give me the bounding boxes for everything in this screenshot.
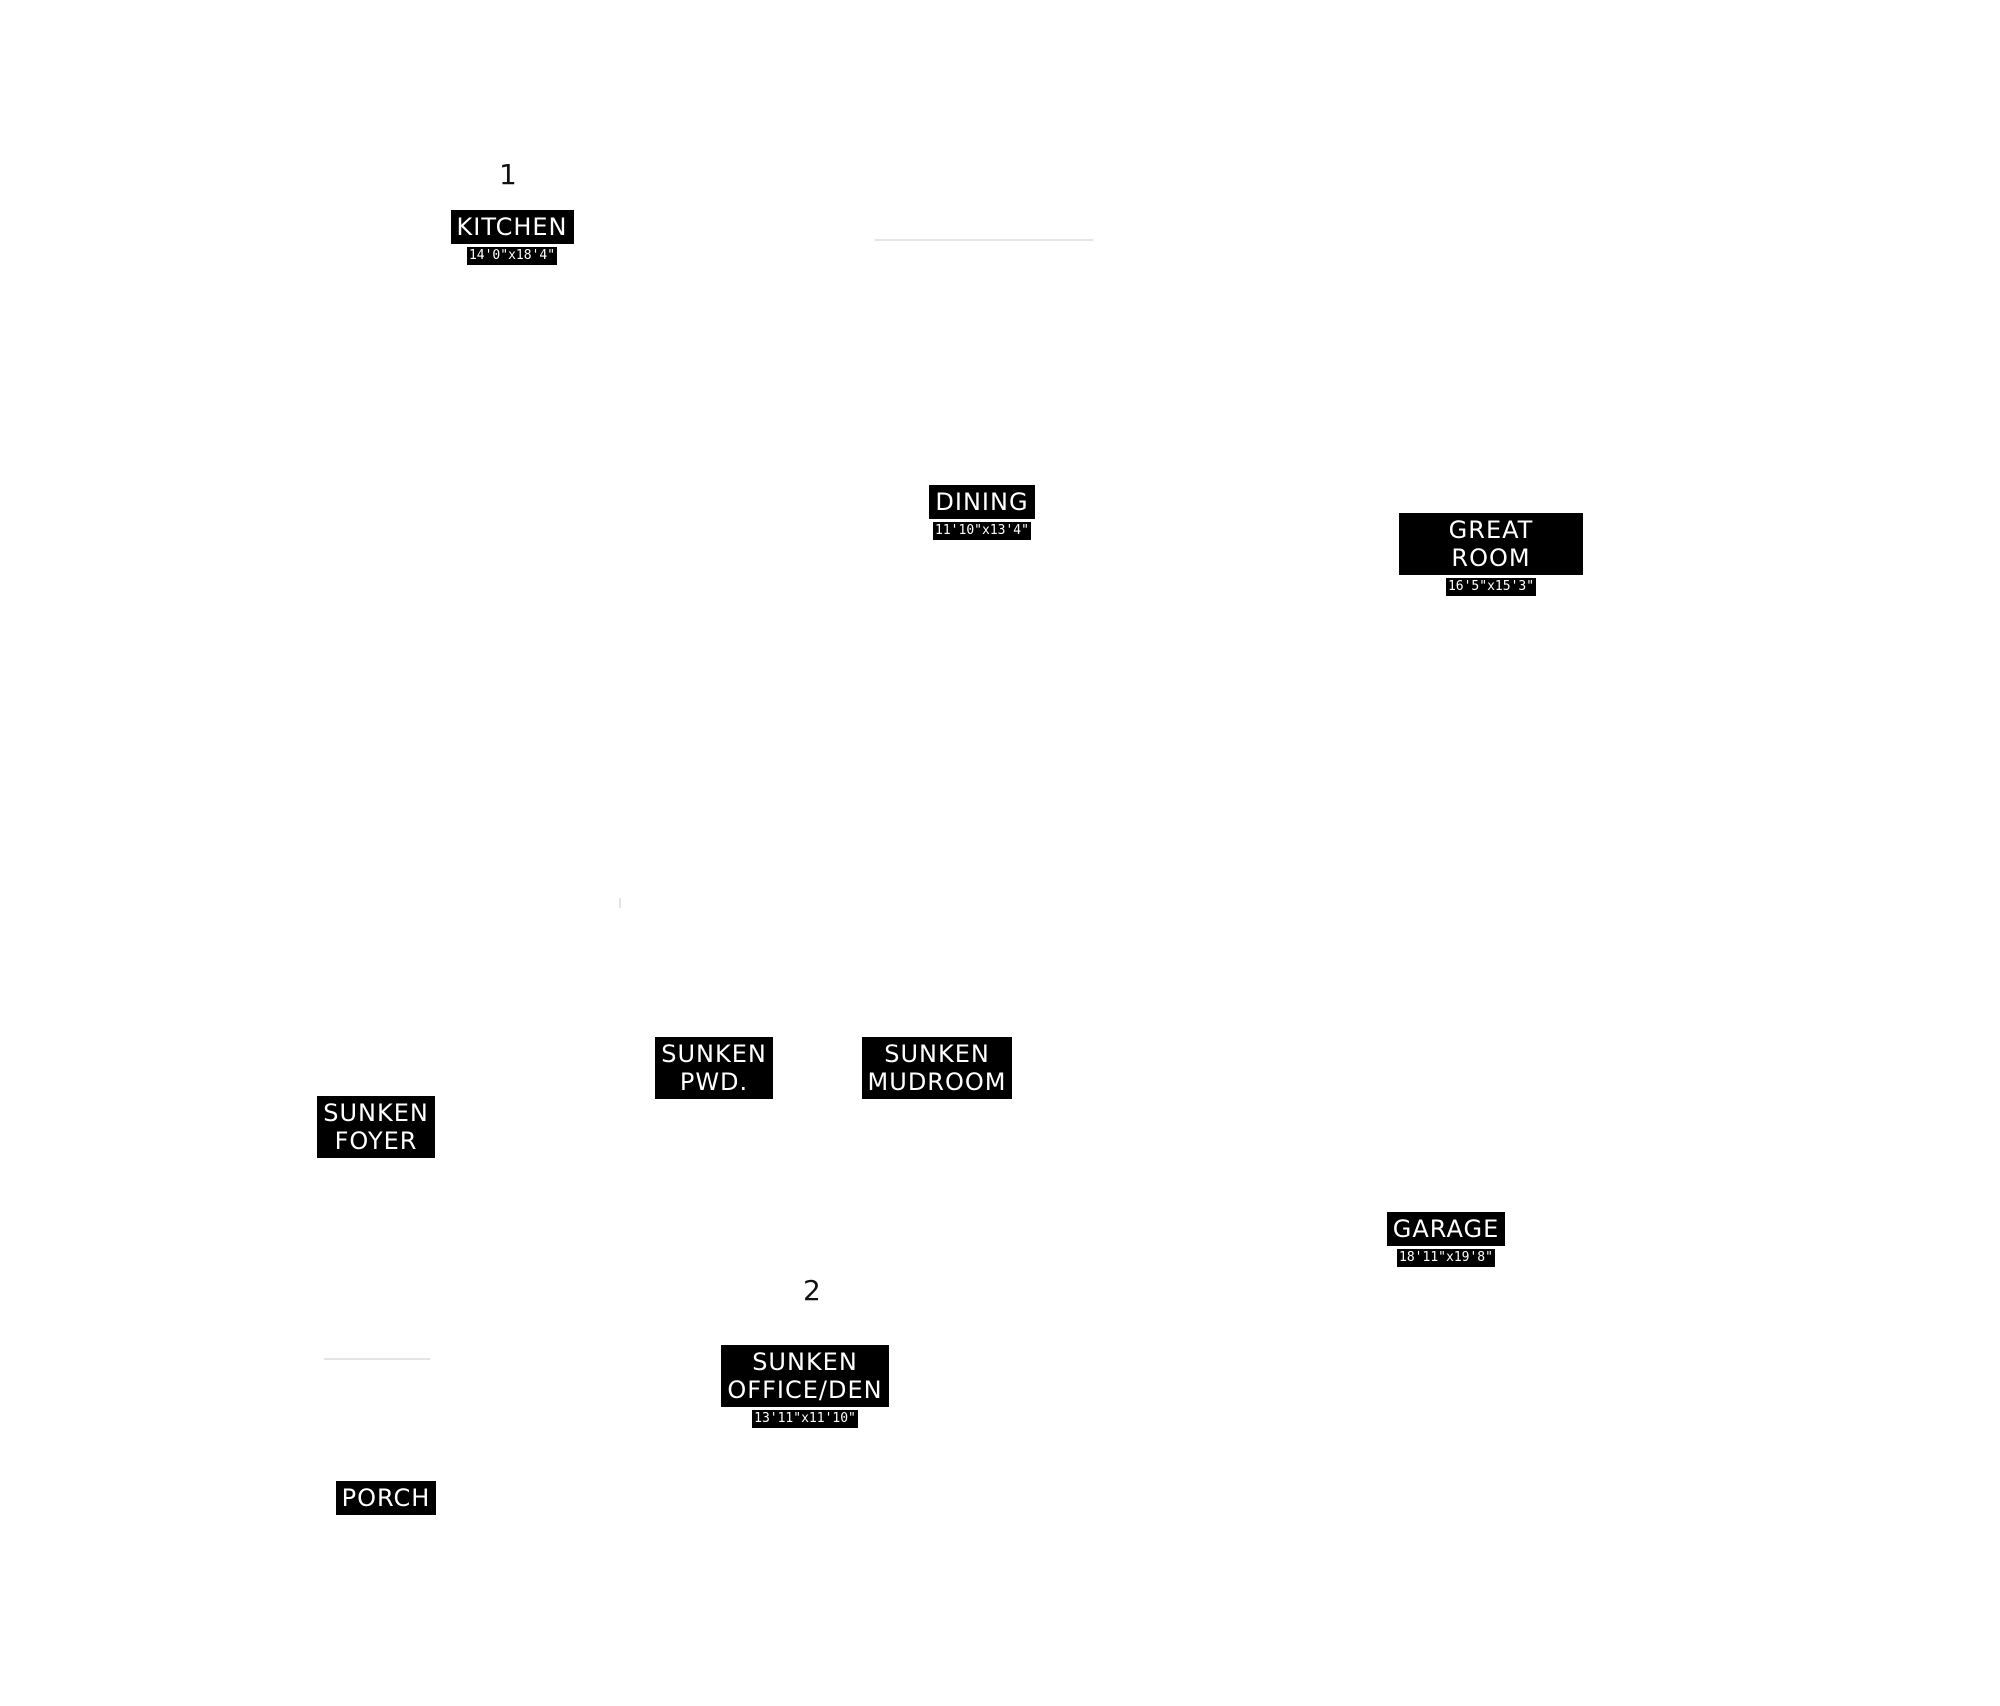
room-label: GREAT ROOM	[1399, 513, 1583, 575]
room-sunken-pwd: SUNKEN PWD.	[655, 1037, 773, 1099]
room-label: DINING	[929, 485, 1035, 519]
room-label: KITCHEN	[450, 210, 574, 244]
room-label: SUNKEN MUDROOM	[861, 1037, 1013, 1099]
room-porch: PORCH	[330, 1481, 442, 1515]
room-dimensions: 18'11"x19'8"	[1397, 1249, 1495, 1267]
room-kitchen: KITCHEN 14'0"x18'4"	[450, 210, 574, 265]
room-sunken-foyer: SUNKEN FOYER	[317, 1096, 435, 1158]
room-great-room: GREAT ROOM 16'5"x15'3"	[1399, 513, 1583, 596]
room-label: GARAGE	[1386, 1212, 1506, 1246]
room-dimensions: 13'11"x11'10"	[752, 1410, 858, 1428]
level-marker-2: 2	[803, 1274, 821, 1307]
room-label: SUNKEN FOYER	[317, 1096, 435, 1158]
room-label: PORCH	[335, 1481, 437, 1515]
wall-tick	[619, 898, 621, 908]
room-label: SUNKEN OFFICE/DEN	[721, 1345, 889, 1407]
room-label: SUNKEN PWD.	[655, 1037, 773, 1099]
level-marker-1: 1	[499, 158, 517, 191]
room-sunken-mudroom: SUNKEN MUDROOM	[861, 1037, 1013, 1099]
wall-line	[875, 239, 1093, 241]
room-dining: DINING 11'10"x13'4"	[926, 485, 1038, 540]
room-sunken-office-den: SUNKEN OFFICE/DEN 13'11"x11'10"	[721, 1345, 889, 1428]
room-garage: GARAGE 18'11"x19'8"	[1386, 1212, 1506, 1267]
wall-line	[324, 1358, 430, 1360]
room-dimensions: 14'0"x18'4"	[466, 247, 558, 265]
room-dimensions: 11'10"x13'4"	[933, 522, 1031, 540]
room-dimensions: 16'5"x15'3"	[1445, 578, 1537, 596]
